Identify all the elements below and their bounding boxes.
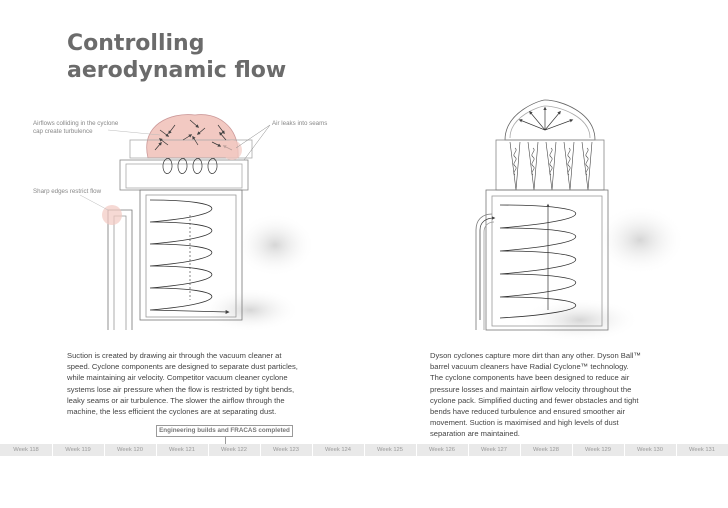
- week-label: Week 120: [117, 447, 143, 453]
- text-line: speed. Cyclone components are designed t…: [67, 362, 298, 372]
- annotation-sharp-edges: Sharp edges restrict flow: [33, 188, 102, 195]
- timeline-tick: [52, 444, 53, 456]
- week-label: Week 122: [221, 447, 247, 453]
- timeline-tick: [156, 444, 157, 456]
- text-line: leaky seams or air turbulence. The slowe…: [67, 395, 285, 405]
- title-line-1: Controlling: [67, 31, 205, 56]
- shadow-left: [235, 213, 315, 277]
- competitor-cyclone-drawing: [79, 114, 271, 330]
- shadow-right-low: [520, 298, 640, 342]
- text-line: Suction is created by drawing air throug…: [67, 351, 282, 360]
- leak-highlight: [222, 140, 242, 160]
- timeline-tick: [468, 444, 469, 456]
- week-label: Week 124: [325, 447, 351, 453]
- timeline-tick: [572, 444, 573, 456]
- week-label: Week 123: [273, 447, 299, 453]
- title-line-2: aerodynamic flow: [67, 58, 287, 83]
- dyson-spiral: [499, 204, 576, 319]
- annotation-air-leaks: Air leaks into seams: [272, 120, 328, 127]
- timeline-tick: [416, 444, 417, 456]
- week-label: Week 131: [689, 447, 715, 453]
- dyson-cyclone-drawing: [475, 99, 609, 331]
- text-line: The cyclone components have been designe…: [430, 373, 630, 383]
- competitor-description: Suction is created by drawing air throug…: [67, 350, 337, 417]
- milestone-banner: Engineering builds and FRACAS completed: [156, 425, 293, 437]
- annotation-airflow-line-2: cap create turbulence: [33, 128, 93, 135]
- page-title: Controlling aerodynamic flow: [67, 30, 286, 84]
- text-line: bends have reduced turbulence and ensure…: [430, 407, 626, 417]
- week-label: Week 119: [65, 447, 91, 453]
- annotation-airflow-line-1: Airflows colliding in the cyclone: [33, 120, 119, 127]
- week-label: Week 129: [585, 447, 611, 453]
- text-line: separation are maintained.: [430, 429, 520, 439]
- small-loops: [162, 158, 218, 174]
- shadow-right: [595, 205, 685, 275]
- week-label: Week 127: [481, 447, 507, 453]
- sharp-edge-highlight: [102, 205, 122, 225]
- timeline-tick: [104, 444, 105, 456]
- text-line: systems lose air pressure when the flow …: [67, 384, 295, 394]
- turbulence-arrows: [154, 119, 233, 151]
- timeline-tick: [312, 444, 313, 456]
- timeline-tick: [520, 444, 521, 456]
- week-label: Week 128: [533, 447, 559, 453]
- main-spiral: [149, 199, 230, 314]
- text-line: movement. Suction is maximised and high …: [430, 418, 619, 428]
- smooth-duct: [475, 213, 493, 330]
- timeline-tick: [676, 444, 677, 456]
- week-label: Week 121: [169, 447, 195, 453]
- week-label: Week 125: [377, 447, 403, 453]
- week-timeline: Week 118 Week 119 Week 120 Week 121 Week…: [0, 444, 728, 456]
- timeline-tick: [364, 444, 365, 456]
- text-line: Dyson cyclones capture more dirt than an…: [430, 351, 642, 360]
- dyson-dome: [504, 99, 596, 141]
- annotation-airflow: Airflows colliding in the cyclone cap cr…: [33, 120, 118, 136]
- text-line: while maintaining air velocity. Competit…: [67, 373, 288, 383]
- radial-cyclones: [509, 141, 593, 191]
- timeline-tick: [208, 444, 209, 456]
- dyson-description: Dyson cyclones capture more dirt than an…: [430, 350, 680, 440]
- text-line: cyclone pack. Simplified ducting and few…: [430, 395, 639, 405]
- week-label: Week 130: [637, 447, 663, 453]
- milestone-marker: [225, 437, 226, 444]
- week-label: Week 126: [429, 447, 455, 453]
- week-label: Week 118: [13, 447, 39, 453]
- timeline-tick: [624, 444, 625, 456]
- text-line: pressure losses and maintain airflow vel…: [430, 384, 632, 394]
- text-line: machine, the less efficient the cyclones…: [67, 407, 277, 417]
- timeline-tick: [260, 444, 261, 456]
- shadow-left-low: [200, 288, 300, 332]
- text-line: barrel vacuum cleaners have Radial Cyclo…: [430, 362, 629, 372]
